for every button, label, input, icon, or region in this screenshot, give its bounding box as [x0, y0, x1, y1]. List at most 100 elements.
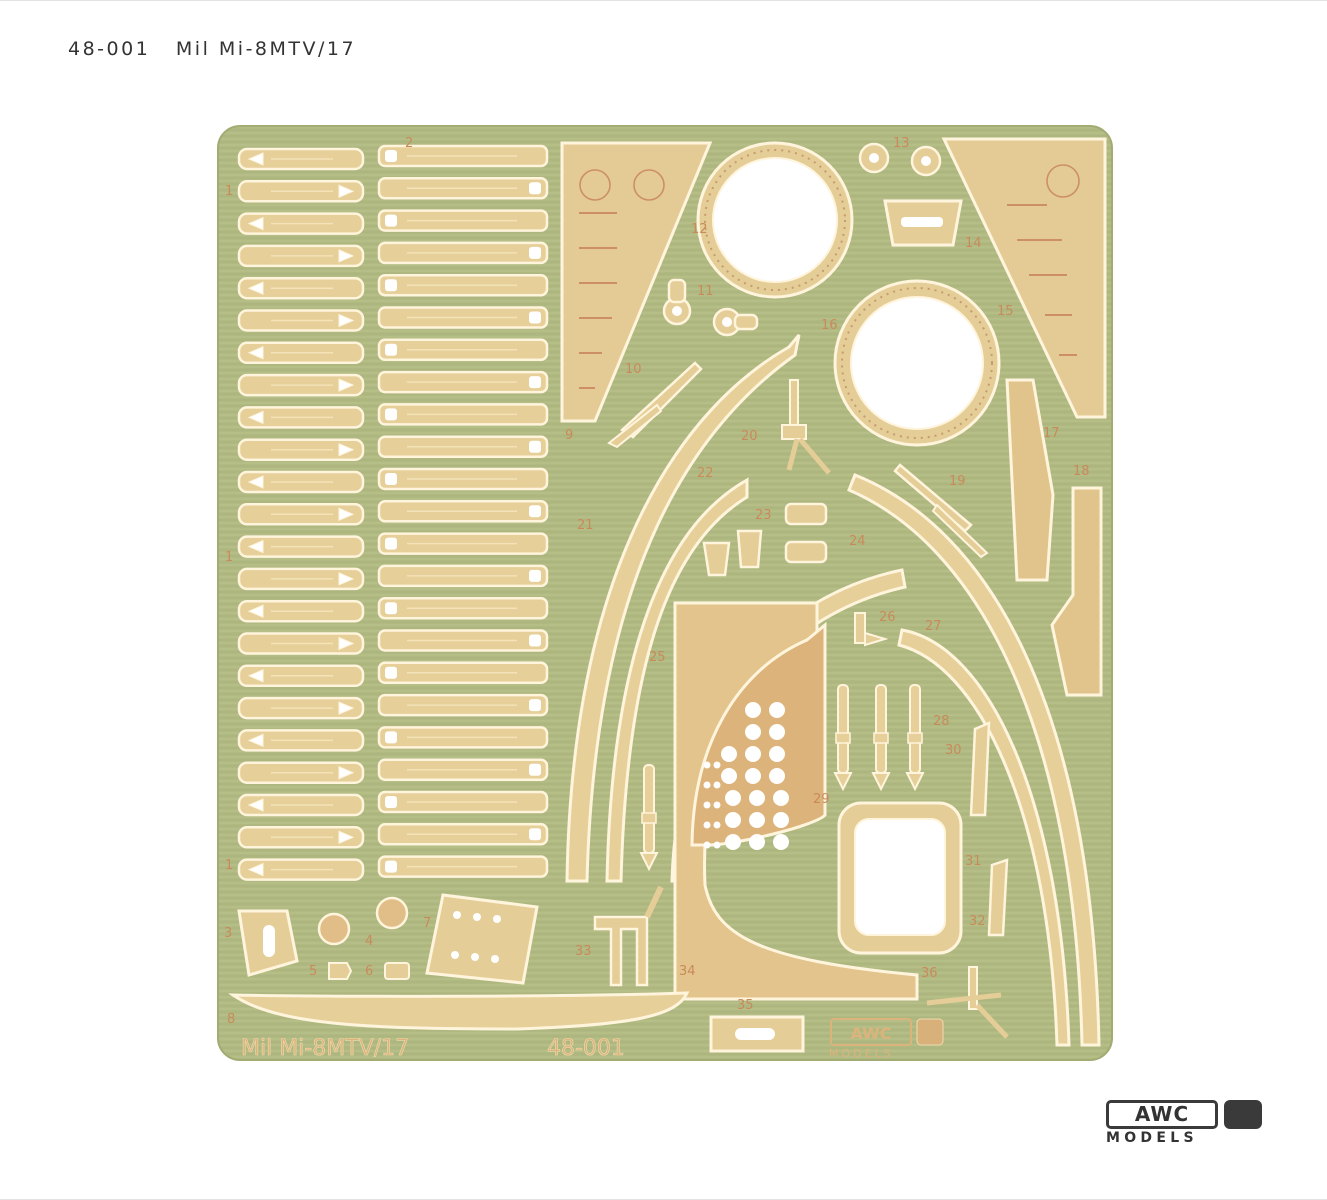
- instrument-hole: [773, 790, 789, 806]
- instrument-hole: [749, 790, 765, 806]
- part-2-strap: [377, 726, 549, 749]
- part-1-strap: [237, 147, 365, 171]
- part-number-4: 4: [365, 934, 373, 949]
- instrument-hole: [721, 768, 737, 784]
- part-number-15: 15: [997, 304, 1014, 319]
- part-30-window: [837, 801, 963, 955]
- etched-brand: AWC: [850, 1024, 891, 1043]
- instrument-hole: [769, 746, 785, 762]
- logo-name-box: AWC: [1106, 1100, 1218, 1129]
- part-number-32: 32: [969, 914, 986, 929]
- part-2-strap: [377, 855, 549, 878]
- instrument-hole: [769, 724, 785, 740]
- part-21-curved-strip: [565, 334, 801, 883]
- part-2-strap: [377, 661, 549, 685]
- logo-block: [1224, 1100, 1262, 1129]
- part-1-strap: [237, 729, 365, 752]
- instrument-hole: [725, 812, 741, 828]
- part-2-strap: [377, 177, 549, 200]
- part-4-disc: [317, 896, 409, 946]
- instrument-hole: [703, 801, 711, 809]
- etched-code: 48-001: [547, 1036, 625, 1061]
- instrument-holes-group: [703, 702, 789, 850]
- part-2-strap: [377, 209, 549, 232]
- part-2-strap: [377, 790, 549, 814]
- pin-part: [639, 764, 659, 872]
- part-10-bracket: [607, 361, 703, 449]
- part-number-21: 21: [577, 518, 594, 533]
- part-number-23: 23: [755, 508, 772, 523]
- part-number-19: 19: [949, 474, 966, 489]
- part-3-plate: [237, 909, 299, 977]
- instrument-hole: [713, 801, 721, 809]
- part-number-36: 36: [921, 966, 938, 981]
- part-1-strap: [237, 696, 365, 720]
- part-19-bracket: [893, 463, 989, 559]
- part-2-strap: [377, 338, 549, 362]
- instrument-hole: [769, 702, 785, 718]
- instrument-hole: [703, 761, 711, 769]
- part-number-24: 24: [849, 534, 866, 549]
- part-1-strap: [237, 664, 365, 688]
- pin-part: [905, 684, 925, 792]
- left-part-mark: 1: [225, 550, 233, 565]
- part-number-22: 22: [697, 466, 714, 481]
- part-24-curved-strip: [847, 473, 1101, 1047]
- part-31-strip: [969, 721, 991, 817]
- ladder-parts-group: [237, 144, 549, 881]
- part-number-17: 17: [1043, 426, 1060, 441]
- part-number-13: 13: [893, 136, 910, 151]
- part-15-panel: [941, 137, 1107, 419]
- pin-part: [833, 684, 853, 792]
- part-32-strip: [987, 858, 1009, 937]
- instrument-hole: [745, 768, 761, 784]
- part-17-plate: [1005, 378, 1055, 582]
- part-36-lever: [926, 966, 1009, 1039]
- part-1-strap: [237, 406, 365, 429]
- instrument-hole: [713, 781, 721, 789]
- etched-title: Mil Mi-8MTV/17: [241, 1036, 409, 1061]
- instrument-hole: [749, 812, 765, 828]
- part-20-lever: [781, 379, 831, 475]
- instrument-hole: [703, 841, 711, 849]
- left-part-mark: 1: [225, 184, 233, 199]
- instrument-hole: [749, 834, 765, 850]
- instrument-hole: [773, 834, 789, 850]
- instrument-hole: [725, 790, 741, 806]
- part-number-11: 11: [697, 284, 714, 299]
- part-1-strap: [237, 212, 365, 235]
- part-23-plates: [702, 502, 828, 577]
- part-2-strap: [377, 629, 549, 652]
- instrument-hole: [745, 702, 761, 718]
- etched-brand-sub: MODELS: [829, 1047, 894, 1060]
- part-1-strap: [237, 793, 365, 817]
- part-number-7: 7: [423, 916, 431, 931]
- part-9-panel: [560, 141, 713, 423]
- left-part-mark: 1: [225, 858, 233, 873]
- part-number-27: 27: [925, 619, 942, 634]
- instrument-hole: [703, 821, 711, 829]
- part-2-strap: [377, 435, 549, 458]
- part-number-3: 3: [224, 926, 232, 941]
- part-1-strap: [237, 761, 365, 784]
- part-number-5: 5: [309, 964, 317, 979]
- part-22-curved-strip: [605, 477, 749, 883]
- part-5-tab: [328, 962, 353, 980]
- part-6-tab: [384, 962, 410, 980]
- part-2-strap: [377, 306, 549, 329]
- part-number-9: 9: [565, 428, 573, 443]
- page-title: 48-001 Mil Mi-8MTV/17: [68, 38, 357, 60]
- etched-brand-box: [830, 1018, 912, 1046]
- etched-brand-block: [916, 1018, 944, 1046]
- part-1-strap: [237, 599, 365, 623]
- part-2-strap: [377, 467, 549, 491]
- part-2-strap: [377, 403, 549, 426]
- part-1-strap: [237, 826, 365, 849]
- instrument-hole: [721, 746, 737, 762]
- part-28-pins: [639, 684, 925, 872]
- part-1-strap: [237, 503, 365, 526]
- instrument-hole: [773, 812, 789, 828]
- part-number-16: 16: [821, 318, 838, 333]
- part-2-strap: [377, 370, 549, 394]
- instrument-hole: [745, 724, 761, 740]
